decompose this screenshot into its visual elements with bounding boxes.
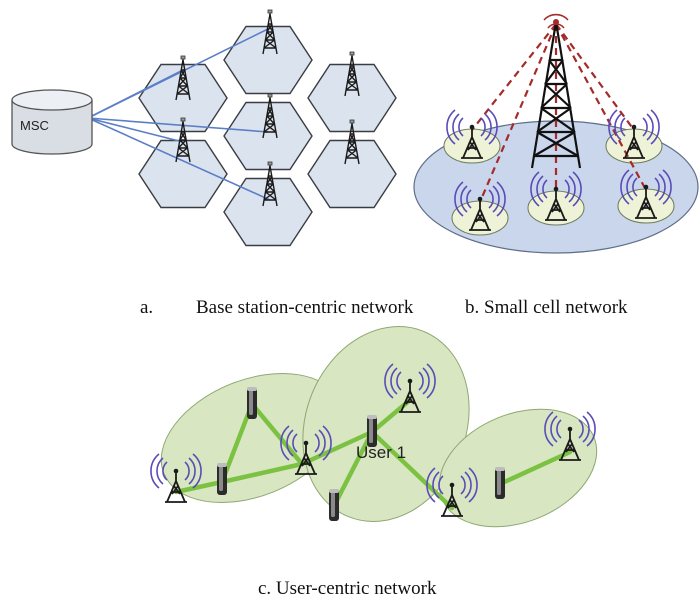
user-device-icon <box>495 467 505 499</box>
backhaul-link <box>87 117 271 201</box>
green-link <box>497 449 573 487</box>
green-link <box>249 401 305 467</box>
dashed-link <box>471 23 557 131</box>
msc-label: MSC <box>20 118 49 133</box>
green-link <box>219 401 255 485</box>
backhaul-links <box>87 27 271 201</box>
hex-cell <box>307 63 397 133</box>
green-links <box>173 397 573 511</box>
green-link <box>173 479 225 495</box>
dashed-link <box>555 23 647 191</box>
dashed-link <box>478 23 558 203</box>
hex-cell <box>223 177 313 247</box>
green-link <box>219 461 305 485</box>
user-centric-diagram: User 1 <box>150 326 598 528</box>
hex-cell <box>307 139 397 209</box>
caption-b: b. Small cell network <box>465 297 628 318</box>
user-device-icon <box>217 463 227 495</box>
hex-cell <box>138 139 228 209</box>
backhaul-link <box>87 117 269 133</box>
caption-c: c. User-centric network <box>258 578 437 599</box>
green-link <box>299 429 375 467</box>
hex-cells <box>138 25 397 247</box>
hex-cell <box>223 25 313 95</box>
user-device-icon <box>329 489 339 521</box>
msc-database-icon: MSC <box>11 89 93 155</box>
small-cell-diagram <box>413 13 699 254</box>
hex-cell <box>223 101 313 171</box>
backhaul-link <box>87 69 184 119</box>
green-link <box>331 429 375 509</box>
backhaul-link <box>87 117 184 143</box>
dashed-link <box>555 23 635 131</box>
user-label: User 1 <box>356 443 406 462</box>
caption-a: Base station-centric network <box>196 297 414 318</box>
macro-tower-icon <box>530 13 582 169</box>
caption-a-index: a. <box>140 297 154 318</box>
base-station-centric-diagram: MSC <box>11 9 397 247</box>
user-device-icon <box>247 387 257 419</box>
green-link <box>369 429 455 511</box>
